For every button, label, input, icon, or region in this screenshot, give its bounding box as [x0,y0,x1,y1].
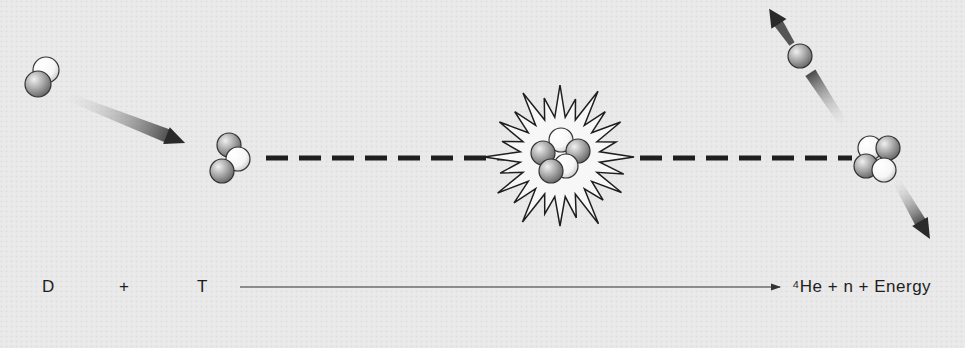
fusion-burst [484,85,634,226]
compound-nucleus [531,128,590,183]
reaction-products: ⁴He + n + Energy [792,277,931,297]
motion-arrow [805,69,849,128]
helium-nucleus [854,136,900,182]
motion-arrow [762,4,800,49]
reaction-arrow [240,284,781,291]
motion-arrow [888,176,938,244]
triton [210,133,250,183]
particle-label: T [197,277,208,297]
dashed-path [266,156,505,161]
dashed-path [640,156,852,161]
neutron [788,44,812,68]
plus-sign: + [119,277,129,297]
deuteron [25,57,59,97]
particle-label: D [42,277,55,297]
motion-arrow [63,88,189,152]
